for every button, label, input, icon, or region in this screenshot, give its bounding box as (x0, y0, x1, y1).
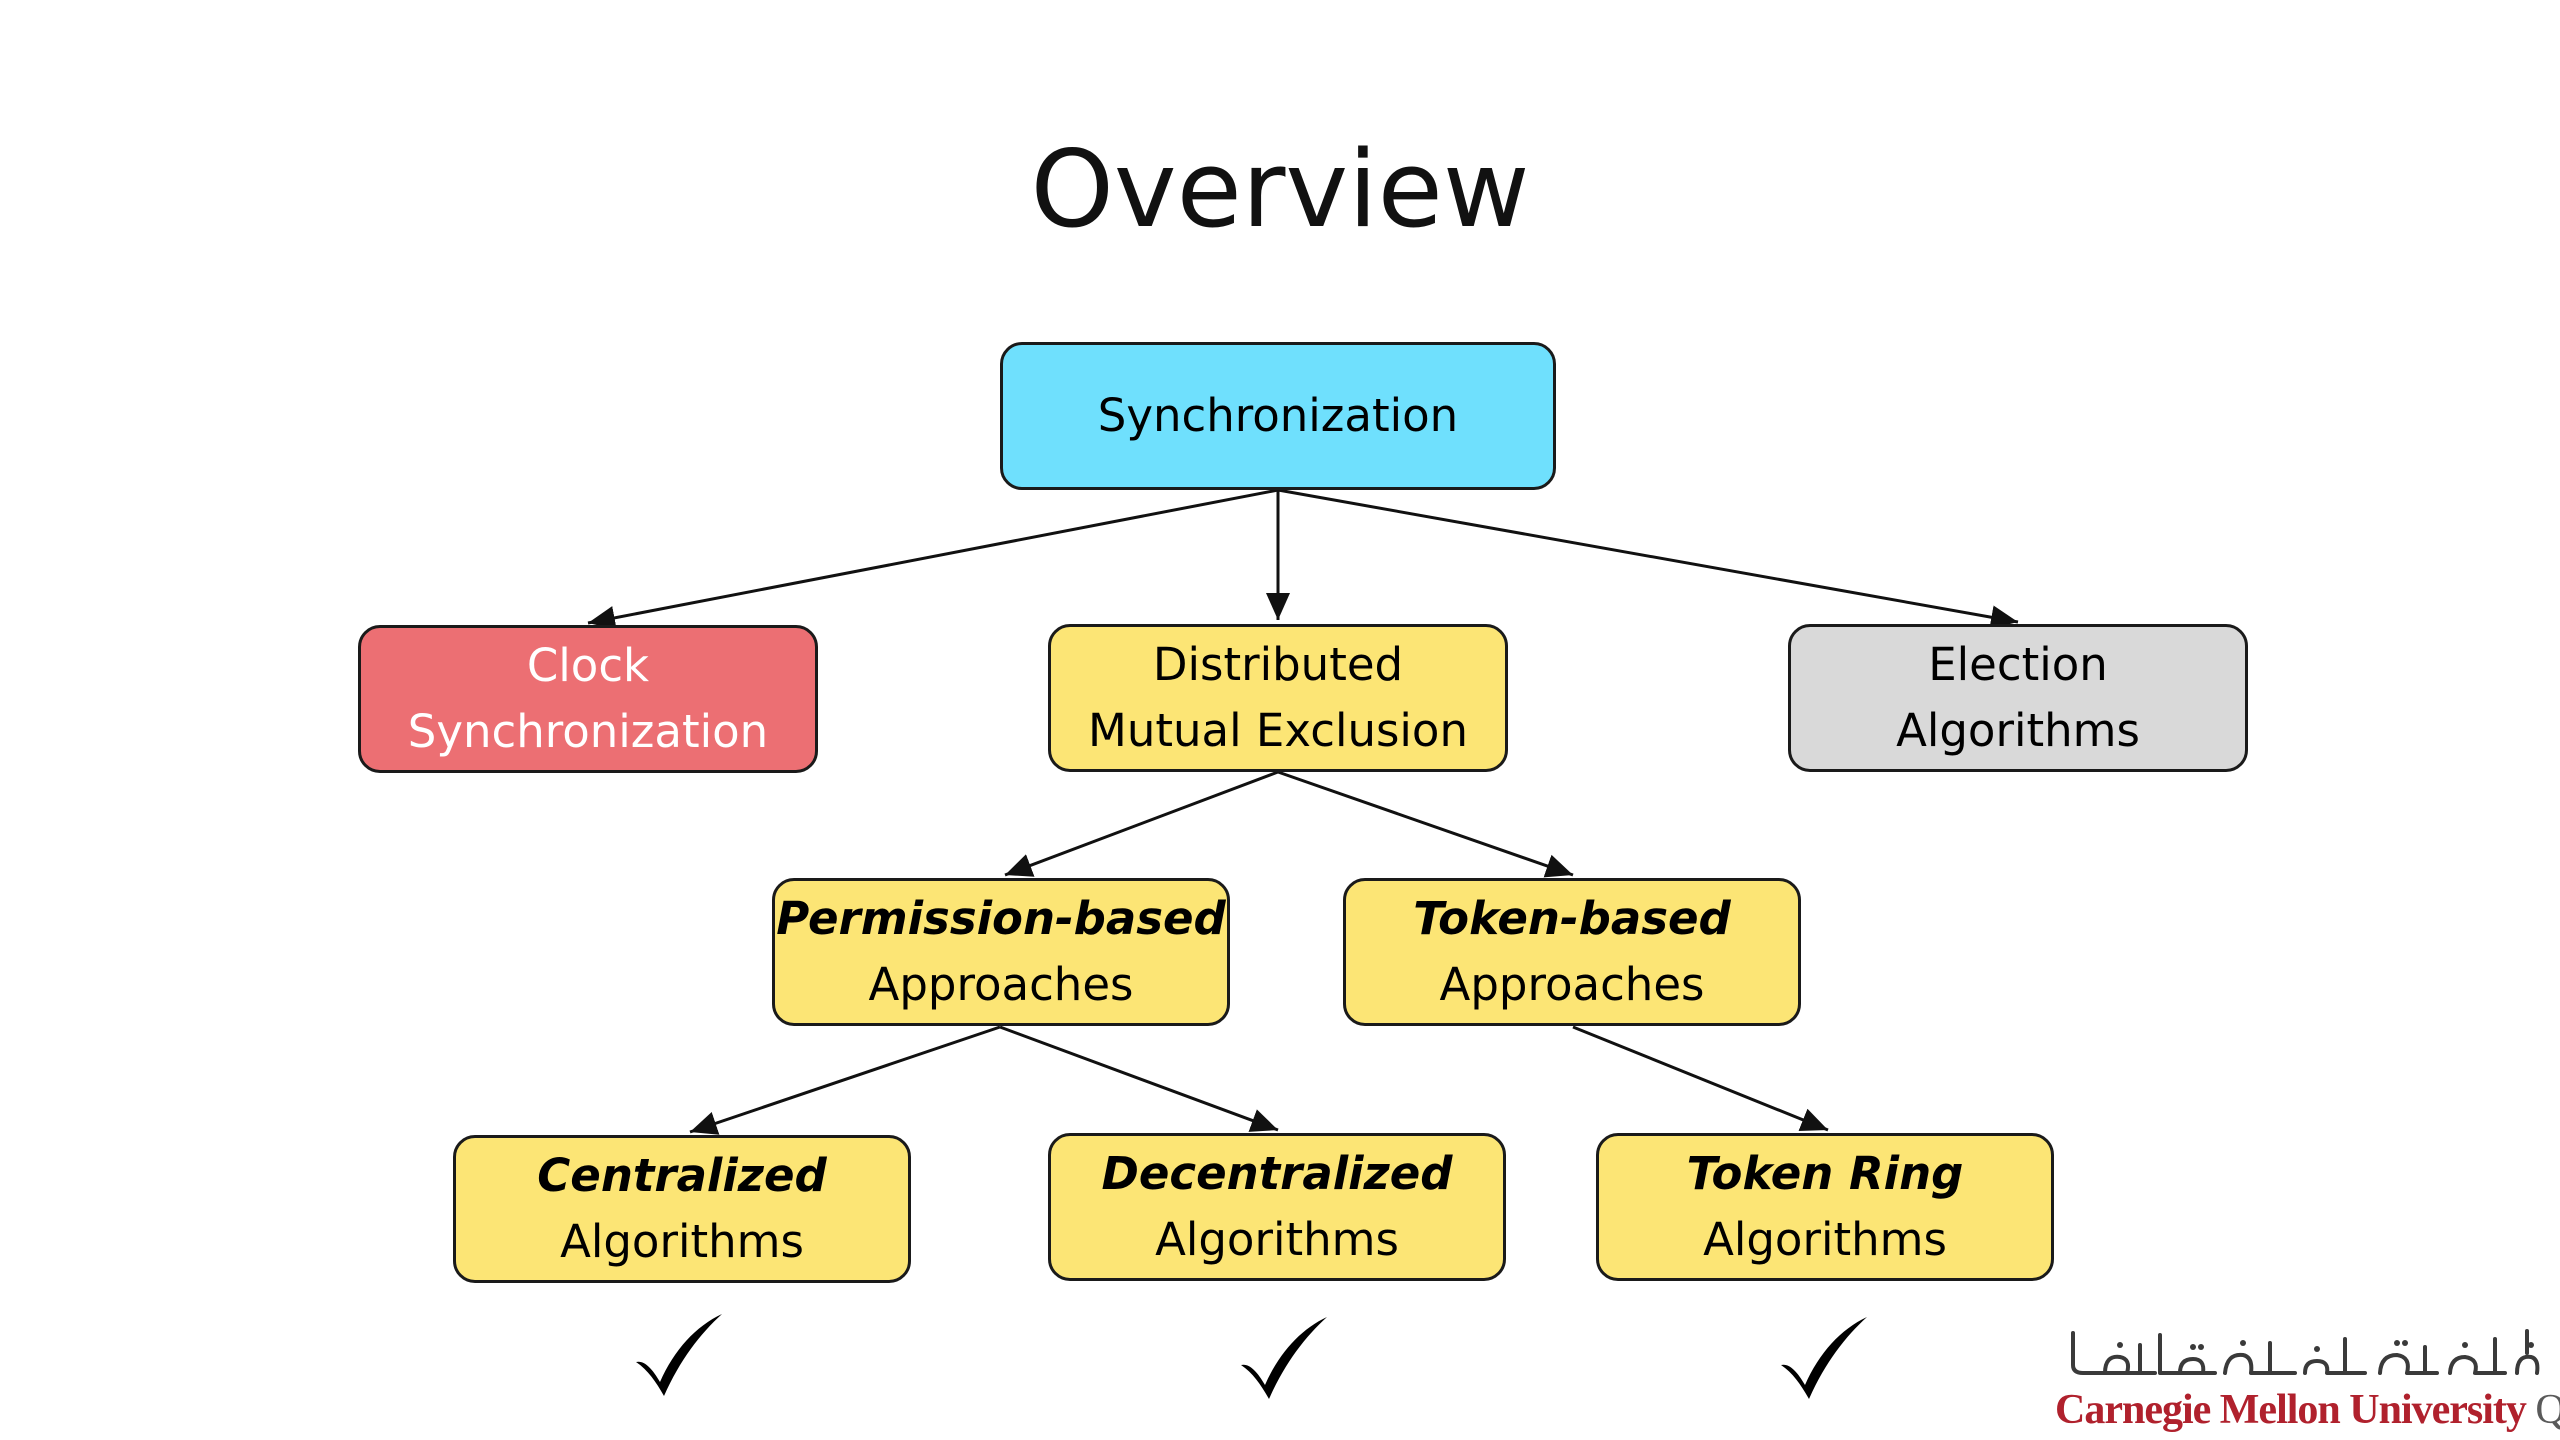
node-decentralized-line2: Algorithms (1155, 1213, 1399, 1266)
node-clock-synchronization: Clock Synchronization (358, 625, 818, 773)
node-decentralized-emph: Decentralized (1101, 1147, 1453, 1200)
node-synchronization-label: Synchronization (1097, 389, 1459, 442)
checkmark-icon-centralized (636, 1314, 722, 1396)
node-token-ring-algorithms: Token Ring Algorithms (1596, 1133, 2054, 1281)
node-centralized-line2: Algorithms (560, 1215, 804, 1268)
edge-permission-decentralized (999, 1025, 1279, 1132)
node-mutex-line1: Distributed (1152, 638, 1404, 691)
node-token-ring-line2: Algorithms (1703, 1213, 1947, 1266)
edge-sync-clock (587, 488, 1279, 630)
node-election-line1: Election (1928, 638, 2108, 691)
node-token-emph: Token-based (1413, 892, 1731, 945)
logo-wordmark: Carnegie Mellon University Qatar (2055, 1385, 2560, 1435)
edge-token-tokenring (1572, 1025, 1829, 1132)
node-permission-based-approaches: Permission-based Approaches (772, 878, 1230, 1026)
slide-title: Overview (1030, 128, 1530, 251)
node-centralized-algorithms: Centralized Algorithms (453, 1135, 911, 1283)
node-token-line2: Approaches (1439, 958, 1705, 1011)
edge-mutex-permission (1004, 770, 1279, 877)
node-centralized-emph: Centralized (537, 1149, 827, 1202)
node-synchronization: Synchronization (1000, 342, 1556, 490)
node-decentralized-algorithms: Decentralized Algorithms (1048, 1133, 1506, 1281)
logo-campus-name: Qatar (2535, 1387, 2560, 1433)
logo-university-name: Carnegie Mellon University (2055, 1387, 2527, 1433)
node-clock-line2: Synchronization (407, 705, 769, 758)
checkmark-icon-token-ring (1781, 1317, 1867, 1399)
node-clock-line1: Clock (526, 639, 650, 692)
arabic-wordmark-icon (2071, 1329, 2540, 1375)
node-token-ring-emph: Token Ring (1686, 1147, 1964, 1200)
edge-permission-centralized (689, 1025, 1001, 1135)
node-distributed-mutual-exclusion: Distributed Mutual Exclusion (1048, 624, 1508, 772)
node-permission-emph: Permission-based (776, 892, 1226, 945)
node-election-algorithms: Election Algorithms (1788, 624, 2248, 772)
checkmark-icon-decentralized (1241, 1317, 1327, 1399)
edge-sync-election (1277, 488, 2019, 630)
node-mutex-line2: Mutual Exclusion (1088, 704, 1468, 757)
node-token-based-approaches: Token-based Approaches (1343, 878, 1801, 1026)
cmu-qatar-logo: Carnegie Mellon University Qatar (2055, 1325, 2560, 1435)
node-election-line2: Algorithms (1896, 704, 2140, 757)
node-permission-line2: Approaches (868, 958, 1134, 1011)
edge-mutex-token (1277, 770, 1574, 878)
